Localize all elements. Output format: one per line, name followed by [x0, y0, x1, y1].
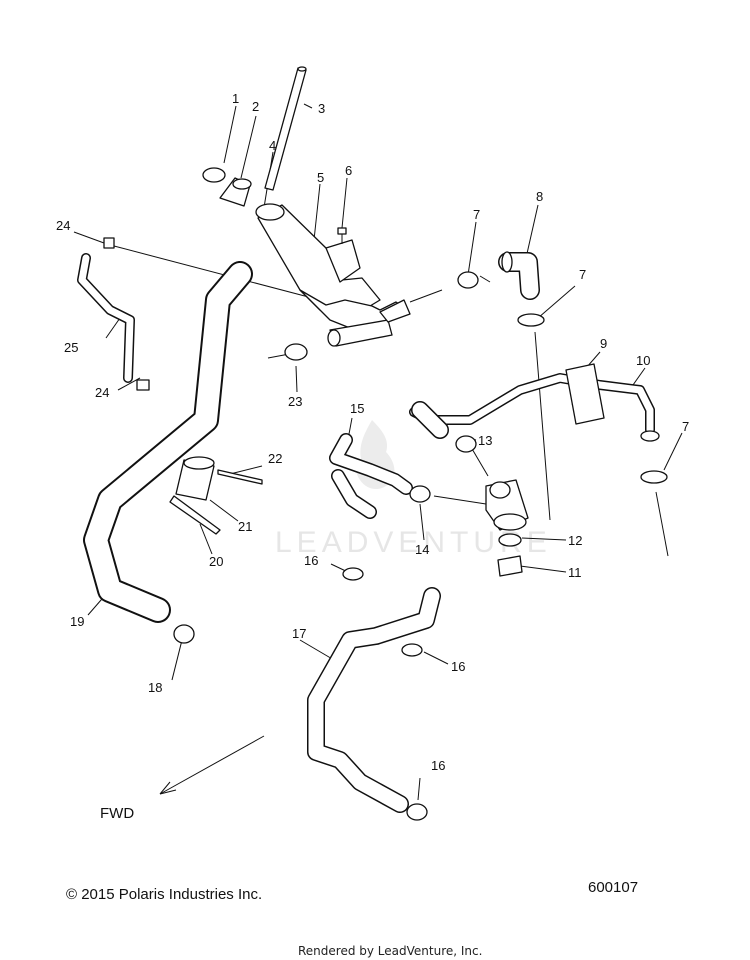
callout: 25 [64, 340, 78, 355]
part-22-strap [217, 469, 263, 485]
part-13-clamp [455, 435, 477, 453]
callout: 6 [345, 163, 352, 178]
part-7-clamp-c [640, 470, 668, 484]
callout: 1 [232, 91, 239, 106]
callout: 9 [600, 336, 607, 351]
part-21-sleeve [175, 456, 215, 501]
callout: 3 [318, 101, 325, 116]
part-17-hose [307, 587, 441, 813]
leader-lines [73, 103, 683, 801]
callout: 24 [95, 385, 109, 400]
callouts: 1 2 3 4 5 6 7 8 7 9 10 7 24 25 24 23 15 … [56, 91, 689, 773]
callout: 8 [536, 189, 543, 204]
callout: 2 [252, 99, 259, 114]
callout: 16 [451, 659, 465, 674]
callout: 18 [148, 680, 162, 695]
callout: 15 [350, 401, 364, 416]
callout: 13 [478, 433, 492, 448]
part-12-gasket [498, 533, 522, 547]
part-2-cap [219, 177, 252, 207]
callout: 7 [579, 267, 586, 282]
part-16-clamp-c [406, 803, 428, 821]
callout: 24 [56, 218, 70, 233]
callout: 20 [209, 554, 223, 569]
callout: 10 [636, 353, 650, 368]
part-4-5-filler-tank [255, 203, 411, 347]
part-25-hose [77, 253, 135, 383]
callout: 7 [473, 207, 480, 222]
part-14-clamp [409, 485, 431, 503]
part-23-clamp [284, 343, 308, 361]
part-11-thermostat [497, 555, 523, 577]
callout: 16 [431, 758, 445, 773]
part-3-tube [264, 66, 307, 191]
callout: 14 [415, 542, 429, 557]
callout: 4 [269, 138, 276, 153]
fwd-label: FWD [100, 805, 134, 822]
part-18-clamp [173, 624, 195, 644]
part-16-clamp-b [401, 643, 423, 657]
part-19-hose [83, 261, 253, 623]
part-20-strap [169, 495, 221, 535]
part-1-seal [202, 167, 226, 183]
part-7-clamp-a [457, 271, 479, 289]
part-24-clamp-a [103, 237, 115, 249]
fwd-arrow-icon [159, 735, 265, 795]
rendered-by-footer: Rendered by LeadVenture, Inc. [298, 944, 482, 958]
part-15-hose [329, 433, 413, 519]
callout: 21 [238, 519, 252, 534]
callout: 19 [70, 614, 84, 629]
copyright: © 2015 Polaris Industries Inc. [66, 886, 262, 903]
callout: 12 [568, 533, 582, 548]
callout: 16 [304, 553, 318, 568]
part-6-screw [337, 227, 347, 244]
callout: 23 [288, 394, 302, 409]
callout: 7 [682, 419, 689, 434]
callout: 22 [268, 451, 282, 466]
part-24-clamp-b [136, 379, 150, 391]
part-7-clamp-b [517, 313, 545, 327]
part-8-elbow [498, 251, 540, 300]
part-9-10-tube-assembly [409, 363, 660, 442]
thermostat-housing [485, 479, 529, 531]
callout: 11 [568, 565, 582, 580]
callout: 17 [292, 626, 306, 641]
callout: 5 [317, 170, 324, 185]
part-16-clamp-a [342, 567, 364, 581]
diagram-number: 600107 [588, 879, 638, 896]
